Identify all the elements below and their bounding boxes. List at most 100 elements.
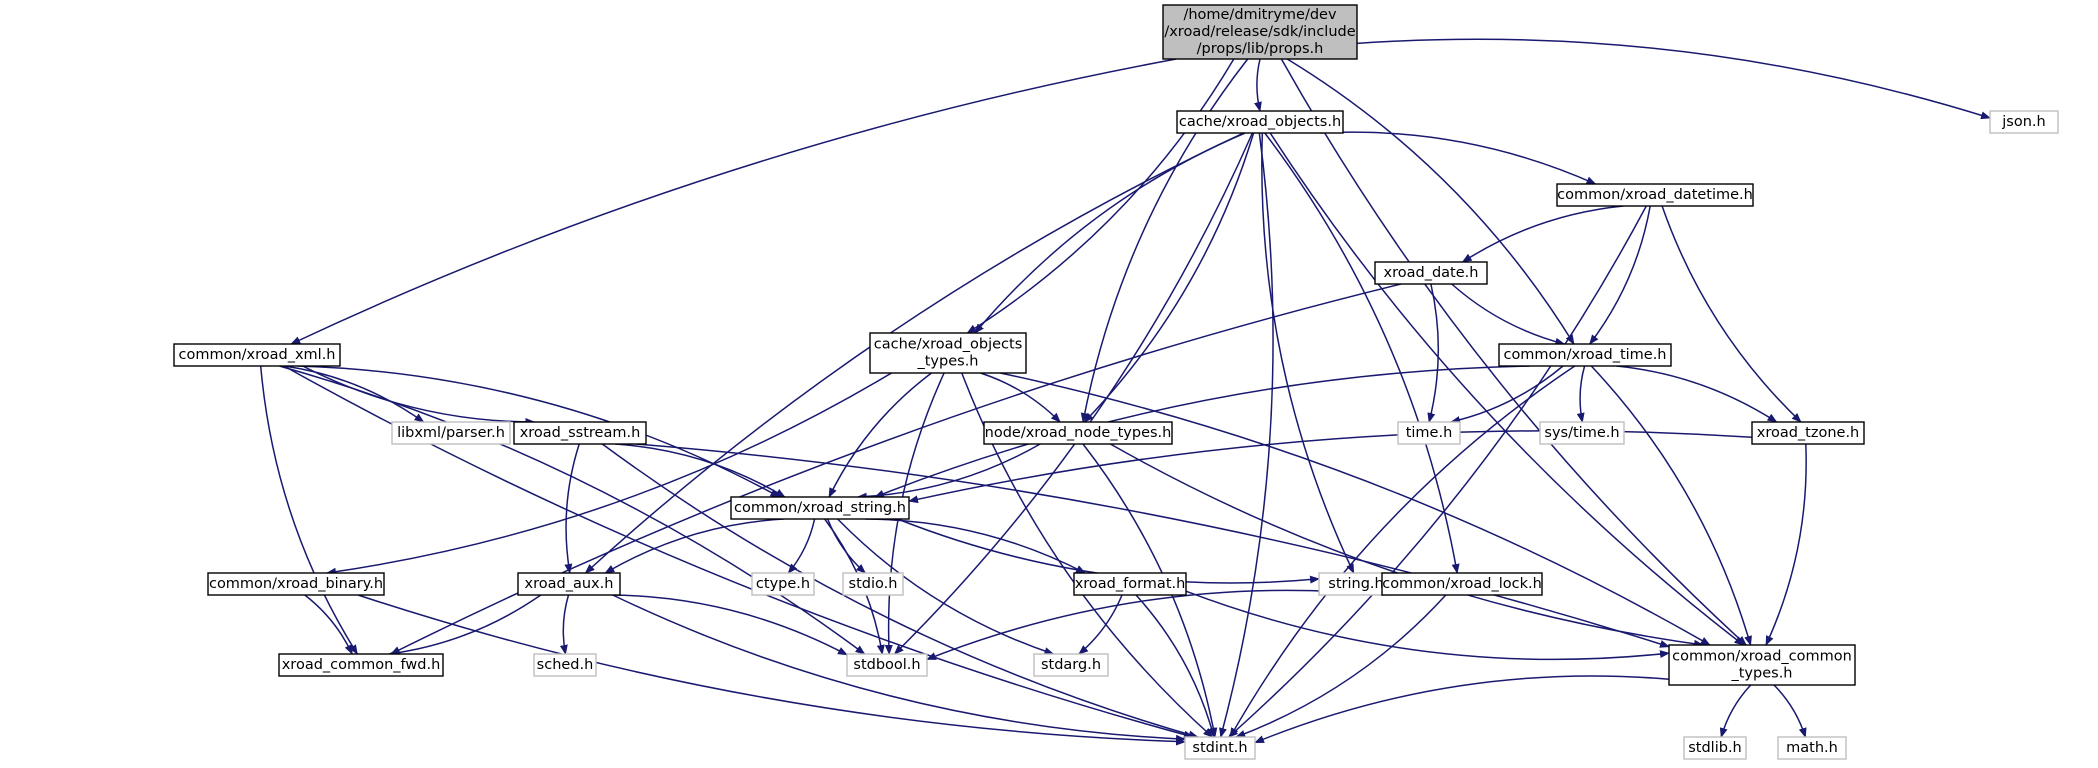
node-aux[interactable]: xroad_aux.h <box>517 572 621 596</box>
edge-date-to-time <box>1451 283 1566 346</box>
edge-cache_objects-to-node_types <box>1083 132 1255 423</box>
node-systime: sys/time.h <box>1539 421 1625 445</box>
node-label: common/xroad_time.h <box>1503 347 1666 363</box>
node-binary[interactable]: common/xroad_binary.h <box>207 572 385 596</box>
dependency-edges <box>259 38 1991 746</box>
node-stdbool: stdbool.h <box>846 653 928 677</box>
header-nodes: /home/dmitryme/dev/xroad/release/sdk/inc… <box>173 4 2059 760</box>
node-math: math.h <box>1777 736 1847 760</box>
node-tzone[interactable]: xroad_tzone.h <box>1751 421 1865 445</box>
node-libxml: libxml/parser.h <box>391 421 511 445</box>
edge-aux-to-sched <box>559 594 570 655</box>
edge-date-to-time_h <box>1427 283 1440 423</box>
node-lock[interactable]: common/xroad_lock.h <box>1381 572 1543 596</box>
edge-format-to-common_types <box>1185 590 1670 661</box>
edge-sstream-to-stdint <box>601 443 1199 739</box>
edge-time-to-string <box>874 365 1531 498</box>
edge-datetime-to-time <box>1589 205 1651 345</box>
node-datetime[interactable]: common/xroad_datetime.h <box>1556 183 1754 207</box>
edge-cache_objects-to-string_h <box>1261 132 1355 574</box>
node-ctype: ctype.h <box>751 572 815 596</box>
edge-cache_objects-to-datetime <box>1319 131 1597 185</box>
node-node-types[interactable]: node/xroad_node_types.h <box>983 421 1173 445</box>
node-label: _types.h <box>917 354 979 370</box>
edge-string-to-stdarg <box>837 518 1055 655</box>
node-label: cache/xroad_objects.h <box>1179 114 1341 130</box>
node-label: stdlib.h <box>1688 740 1742 756</box>
node-props[interactable]: /home/dmitryme/dev/xroad/release/sdk/inc… <box>1162 4 1358 60</box>
edge-objects_types-to-common_types <box>1000 372 1711 646</box>
edge-tzone-to-string <box>908 430 1753 504</box>
edge-time-to-systime <box>1576 365 1586 423</box>
edge-aux-to-fwd <box>388 594 542 657</box>
node-label: libxml/parser.h <box>397 425 505 441</box>
node-label: sched.h <box>537 657 594 673</box>
node-label: xroad_common_fwd.h <box>282 657 441 673</box>
node-box <box>983 421 1173 445</box>
node-label: /props/lib/props.h <box>1197 41 1324 57</box>
node-box <box>842 572 904 596</box>
node-common-types[interactable]: common/xroad_common_types.h <box>1668 644 1856 686</box>
node-date[interactable]: xroad_date.h <box>1374 261 1488 285</box>
node-box <box>1162 4 1358 60</box>
node-box <box>751 572 815 596</box>
edge-sstream-to-common_types <box>635 443 1670 648</box>
node-label: cache/xroad_objects <box>874 337 1023 353</box>
edge-aux-to-stdbool <box>612 594 848 656</box>
node-string[interactable]: common/xroad_string.h <box>730 496 910 520</box>
edge-binary-to-fwd <box>304 594 353 655</box>
node-label: xroad_tzone.h <box>1757 425 1860 441</box>
node-fwd[interactable]: xroad_common_fwd.h <box>278 653 444 677</box>
edge-sstream-to-string <box>615 443 786 498</box>
edge-objects_types-to-node_types <box>980 372 1061 423</box>
node-box <box>1176 110 1344 134</box>
edge-props-to-common_types <box>1280 58 1747 646</box>
edge-common_types-to-math <box>1773 684 1807 738</box>
node-label: /home/dmitryme/dev <box>1183 7 1337 23</box>
node-label: string.h <box>1328 576 1383 592</box>
node-objects-types[interactable]: cache/xroad_objects_types.h <box>869 332 1027 374</box>
node-label: sys/time.h <box>1544 425 1619 441</box>
edge-lock-to-stdint <box>1235 594 1447 738</box>
node-box <box>517 572 621 596</box>
node-label: common/xroad_string.h <box>734 500 906 516</box>
edge-time-to-stdint <box>1229 365 1576 738</box>
node-sstream[interactable]: xroad_sstream.h <box>513 421 647 445</box>
edge-datetime-to-date <box>1461 205 1624 263</box>
node-format[interactable]: xroad_format.h <box>1073 572 1187 596</box>
edge-props-to-node_types <box>1080 58 1249 423</box>
edge-time-to-tzone <box>1616 365 1778 423</box>
edge-time-to-time_h <box>1450 365 1564 424</box>
edge-time-to-common_types <box>1590 365 1752 646</box>
node-label: math.h <box>1786 740 1838 756</box>
node-label: common/xroad_datetime.h <box>1557 187 1753 203</box>
edge-string-to-ctype <box>787 518 816 574</box>
edge-datetime-to-stdint <box>1227 205 1647 738</box>
node-time[interactable]: common/xroad_time.h <box>1498 343 1672 367</box>
node-box <box>391 421 511 445</box>
edge-lock-to-stdbool <box>926 589 1384 661</box>
node-stdarg: stdarg.h <box>1033 653 1109 677</box>
node-string-h: string.h <box>1318 572 1394 596</box>
node-box <box>278 653 444 677</box>
node-label: time.h <box>1406 425 1453 441</box>
node-cache-objects[interactable]: cache/xroad_objects.h <box>1176 110 1344 134</box>
node-label: xroad_format.h <box>1075 576 1186 592</box>
node-box <box>1184 736 1256 760</box>
node-box <box>173 343 341 367</box>
node-label: xroad_sstream.h <box>520 425 641 441</box>
node-label: stdint.h <box>1192 740 1247 756</box>
node-box <box>846 653 928 677</box>
edge-aux-to-stdint <box>612 594 1186 743</box>
node-label: stdbool.h <box>853 657 920 673</box>
node-label: ctype.h <box>756 576 810 592</box>
node-box <box>869 332 1027 374</box>
node-box <box>1033 653 1109 677</box>
edge-cache_objects-to-stdint <box>1219 132 1274 738</box>
node-sched: sched.h <box>533 653 597 677</box>
node-label: common/xroad_xml.h <box>178 347 335 363</box>
node-label: /xroad/release/sdk/include <box>1164 24 1355 40</box>
node-stdlib: stdlib.h <box>1683 736 1747 760</box>
node-xml[interactable]: common/xroad_xml.h <box>173 343 341 367</box>
